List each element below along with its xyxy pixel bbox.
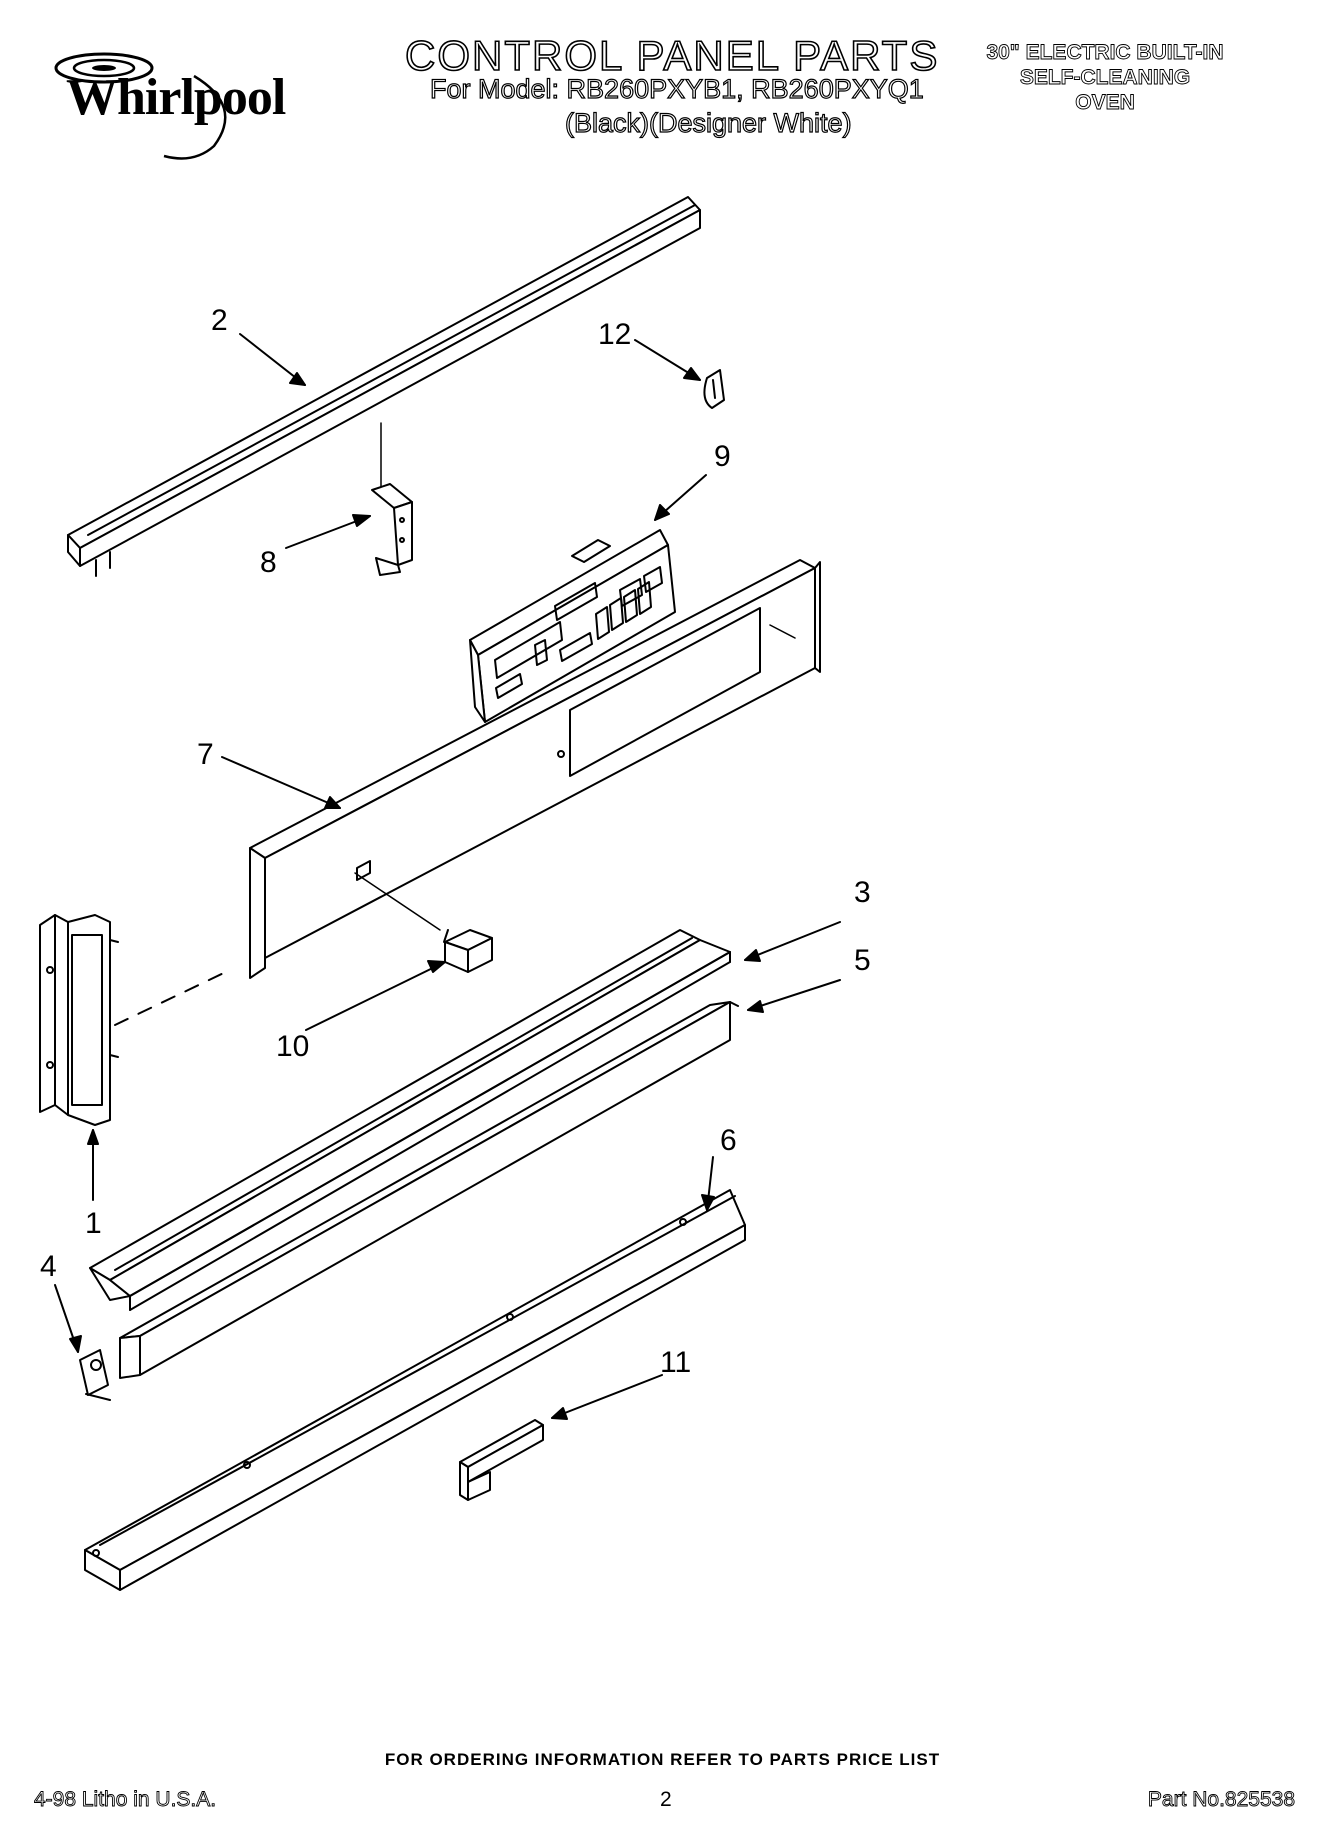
part-8-bracket: [371, 422, 413, 576]
page-title: CONTROL PANEL PARTS: [404, 31, 940, 80]
callout-6: 6: [720, 1124, 737, 1157]
part-11-clip: [459, 1419, 544, 1501]
litho-note: 4-98 Litho in U.S.A.: [34, 1788, 217, 1812]
callout-4: 4: [40, 1250, 57, 1283]
product-line: SELF-CLEANING: [1019, 66, 1191, 90]
part-7-control-panel: [249, 559, 821, 979]
part-10-switch: [443, 929, 493, 973]
callout-11: 11: [660, 1346, 692, 1379]
part-6-bottom-trim: [84, 1189, 746, 1591]
part-9-control-module: [469, 529, 676, 723]
callout-5: 5: [854, 944, 871, 977]
product-description: 30" ELECTRIC BUILT-IN SELF-CLEANING OVEN: [975, 40, 1235, 115]
callout-7: 7: [197, 738, 214, 771]
part-12-clip: [703, 369, 725, 409]
page-number: 2: [660, 1788, 672, 1811]
part-2-top-trim: [67, 196, 701, 577]
color-variants: (Black)(Designer White): [564, 107, 852, 138]
part-4-end-bracket: [79, 1349, 111, 1401]
callout-8: 8: [260, 546, 277, 579]
logo-text: Whirlpool: [66, 69, 286, 126]
ordering-note: FOR ORDERING INFORMATION REFER TO PARTS …: [384, 1750, 941, 1769]
callout-3: 3: [854, 876, 871, 909]
part-number: Part No.825538: [1147, 1788, 1295, 1812]
part-1-end-cap: [39, 914, 119, 1126]
callout-10: 10: [276, 1030, 310, 1063]
callout-2: 2: [211, 304, 228, 337]
product-line: OVEN: [1075, 91, 1135, 115]
callout-12: 12: [598, 318, 632, 351]
swirl-icon: [54, 52, 227, 160]
callout-9: 9: [714, 440, 731, 473]
leader-lines: [54, 333, 841, 1420]
product-line: 30" ELECTRIC BUILT-IN: [986, 41, 1224, 65]
callout-1: 1: [85, 1207, 102, 1240]
part-3-trim-channel: [89, 929, 731, 1311]
whirlpool-logo: Whirlpool: [44, 46, 286, 166]
model-numbers: For Model: RB260PXYB1, RB260PXYQ1: [429, 73, 924, 104]
part-5-trim-rail: [119, 1001, 739, 1379]
